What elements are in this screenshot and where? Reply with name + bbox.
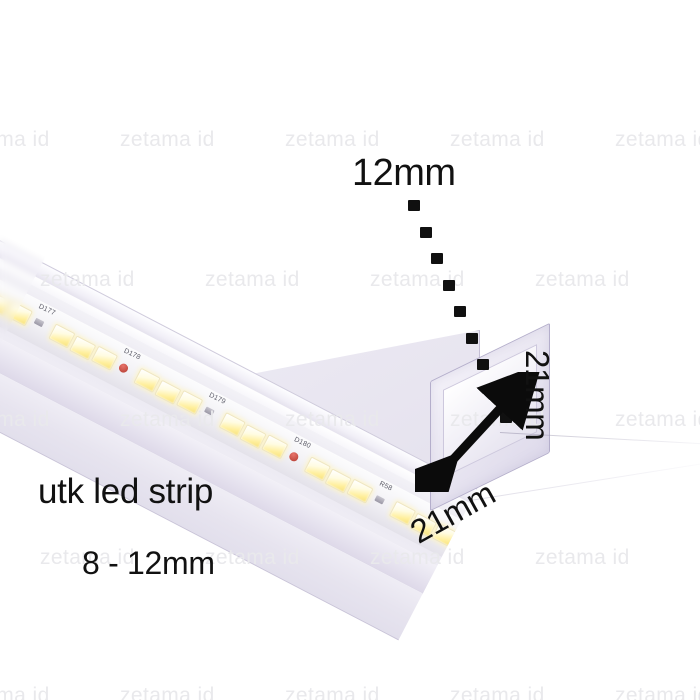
height-measure-arrow: [415, 372, 543, 492]
led-chip: [175, 389, 204, 416]
led-chip: [5, 301, 33, 327]
leader-dot: [442, 279, 455, 291]
leader-dot: [477, 359, 489, 370]
compat-title-label: utk led strip: [38, 472, 214, 511]
smd-component: [117, 362, 130, 375]
led-chip: [90, 345, 119, 371]
pcb-silkscreen-label: D177: [37, 303, 57, 318]
led-chip: [261, 434, 289, 460]
leader-dot: [408, 200, 420, 211]
dimension-label-height: 21mm: [519, 350, 556, 441]
smd-component: [374, 495, 386, 505]
leader-dot: [419, 226, 432, 238]
smd-component: [458, 539, 466, 552]
pcb-silkscreen-label: D178: [122, 347, 142, 362]
dimension-label-width: 12mm: [352, 152, 456, 194]
pcb-silkscreen-label: R58: [378, 480, 394, 493]
smd-component: [203, 406, 215, 416]
leader-dot: [454, 306, 466, 317]
leader-dot: [431, 253, 443, 264]
leader-dot: [465, 332, 478, 344]
pcb-silkscreen-label: D180: [292, 436, 312, 451]
smd-component: [33, 317, 45, 328]
compat-range-label: 8 - 12mm: [82, 545, 215, 581]
led-chip: [346, 478, 374, 504]
pcb-silkscreen-label: D179: [207, 391, 227, 406]
smd-component: [287, 450, 300, 463]
